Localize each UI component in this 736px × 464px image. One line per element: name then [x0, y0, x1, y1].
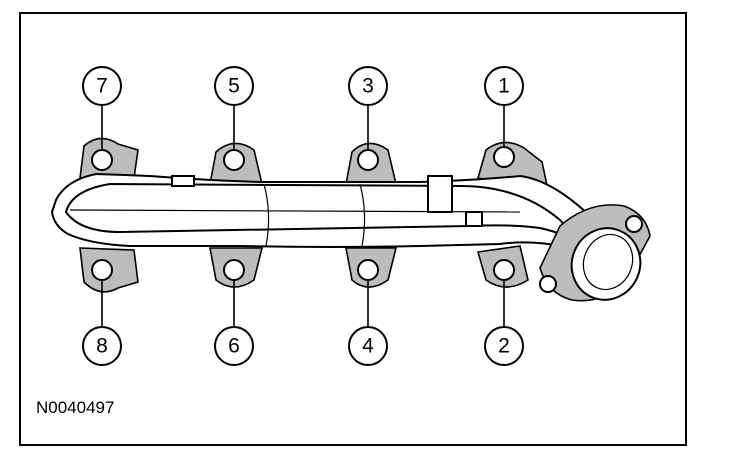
bolt-hole-3: [357, 149, 379, 171]
callout-4: 4: [348, 326, 388, 366]
callout-2: 2: [484, 326, 524, 366]
callout-label: 7: [96, 75, 108, 98]
callout-label: 4: [362, 335, 374, 358]
callout-7: 7: [82, 66, 122, 106]
callout-6: 6: [214, 326, 254, 366]
callout-3: 3: [348, 66, 388, 106]
bolt-hole-2: [493, 259, 515, 281]
callout-label: 2: [498, 335, 510, 358]
callout-label: 8: [96, 335, 108, 358]
callout-label: 1: [498, 75, 510, 98]
exhaust-manifold: [50, 137, 651, 302]
bolt-hole-4: [357, 259, 379, 281]
bolt-hole-7: [91, 149, 113, 171]
callout-8: 8: [82, 326, 122, 366]
outlet-flange: [539, 204, 651, 302]
leader-lines: [101, 103, 505, 326]
upper-boss: [171, 175, 195, 187]
sensor-boss: [465, 211, 483, 227]
callout-5: 5: [214, 66, 254, 106]
bolt-hole-1: [493, 146, 515, 168]
bolt-hole-8: [91, 259, 113, 281]
callout-label: 6: [228, 335, 240, 358]
heat-shield-tab: [427, 175, 453, 213]
callout-label: 3: [362, 75, 374, 98]
callout-1: 1: [484, 66, 524, 106]
callout-label: 5: [228, 75, 240, 98]
bolt-hole-5: [223, 149, 245, 171]
bolt-hole-6: [223, 259, 245, 281]
figure-reference-id: N0040497: [36, 398, 114, 417]
